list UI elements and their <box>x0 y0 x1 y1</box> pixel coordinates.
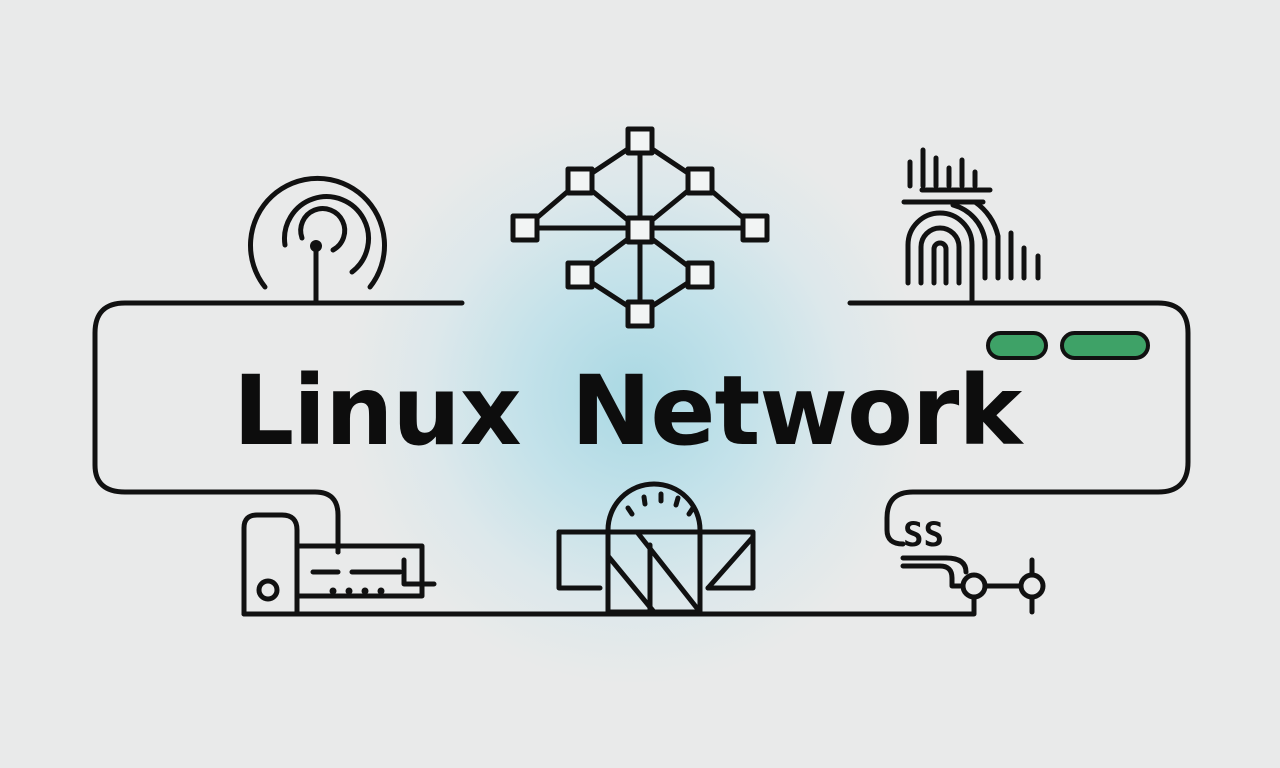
router-device-icon <box>241 512 437 617</box>
firewall-gateway-icon <box>556 481 756 615</box>
title-word-network: Network <box>571 355 1022 467</box>
wireless-antenna-icon <box>248 175 387 306</box>
network-topology-icon <box>510 126 770 329</box>
ss-command-icon <box>900 555 1046 615</box>
status-led-icon <box>986 331 1150 360</box>
ss-command-label: SS <box>903 515 944 555</box>
frame-outline <box>92 300 1191 555</box>
title-word-linux: Linux <box>233 355 522 467</box>
bottom-bus-line <box>241 595 977 617</box>
fingerprint-signal-icon <box>901 147 1041 303</box>
